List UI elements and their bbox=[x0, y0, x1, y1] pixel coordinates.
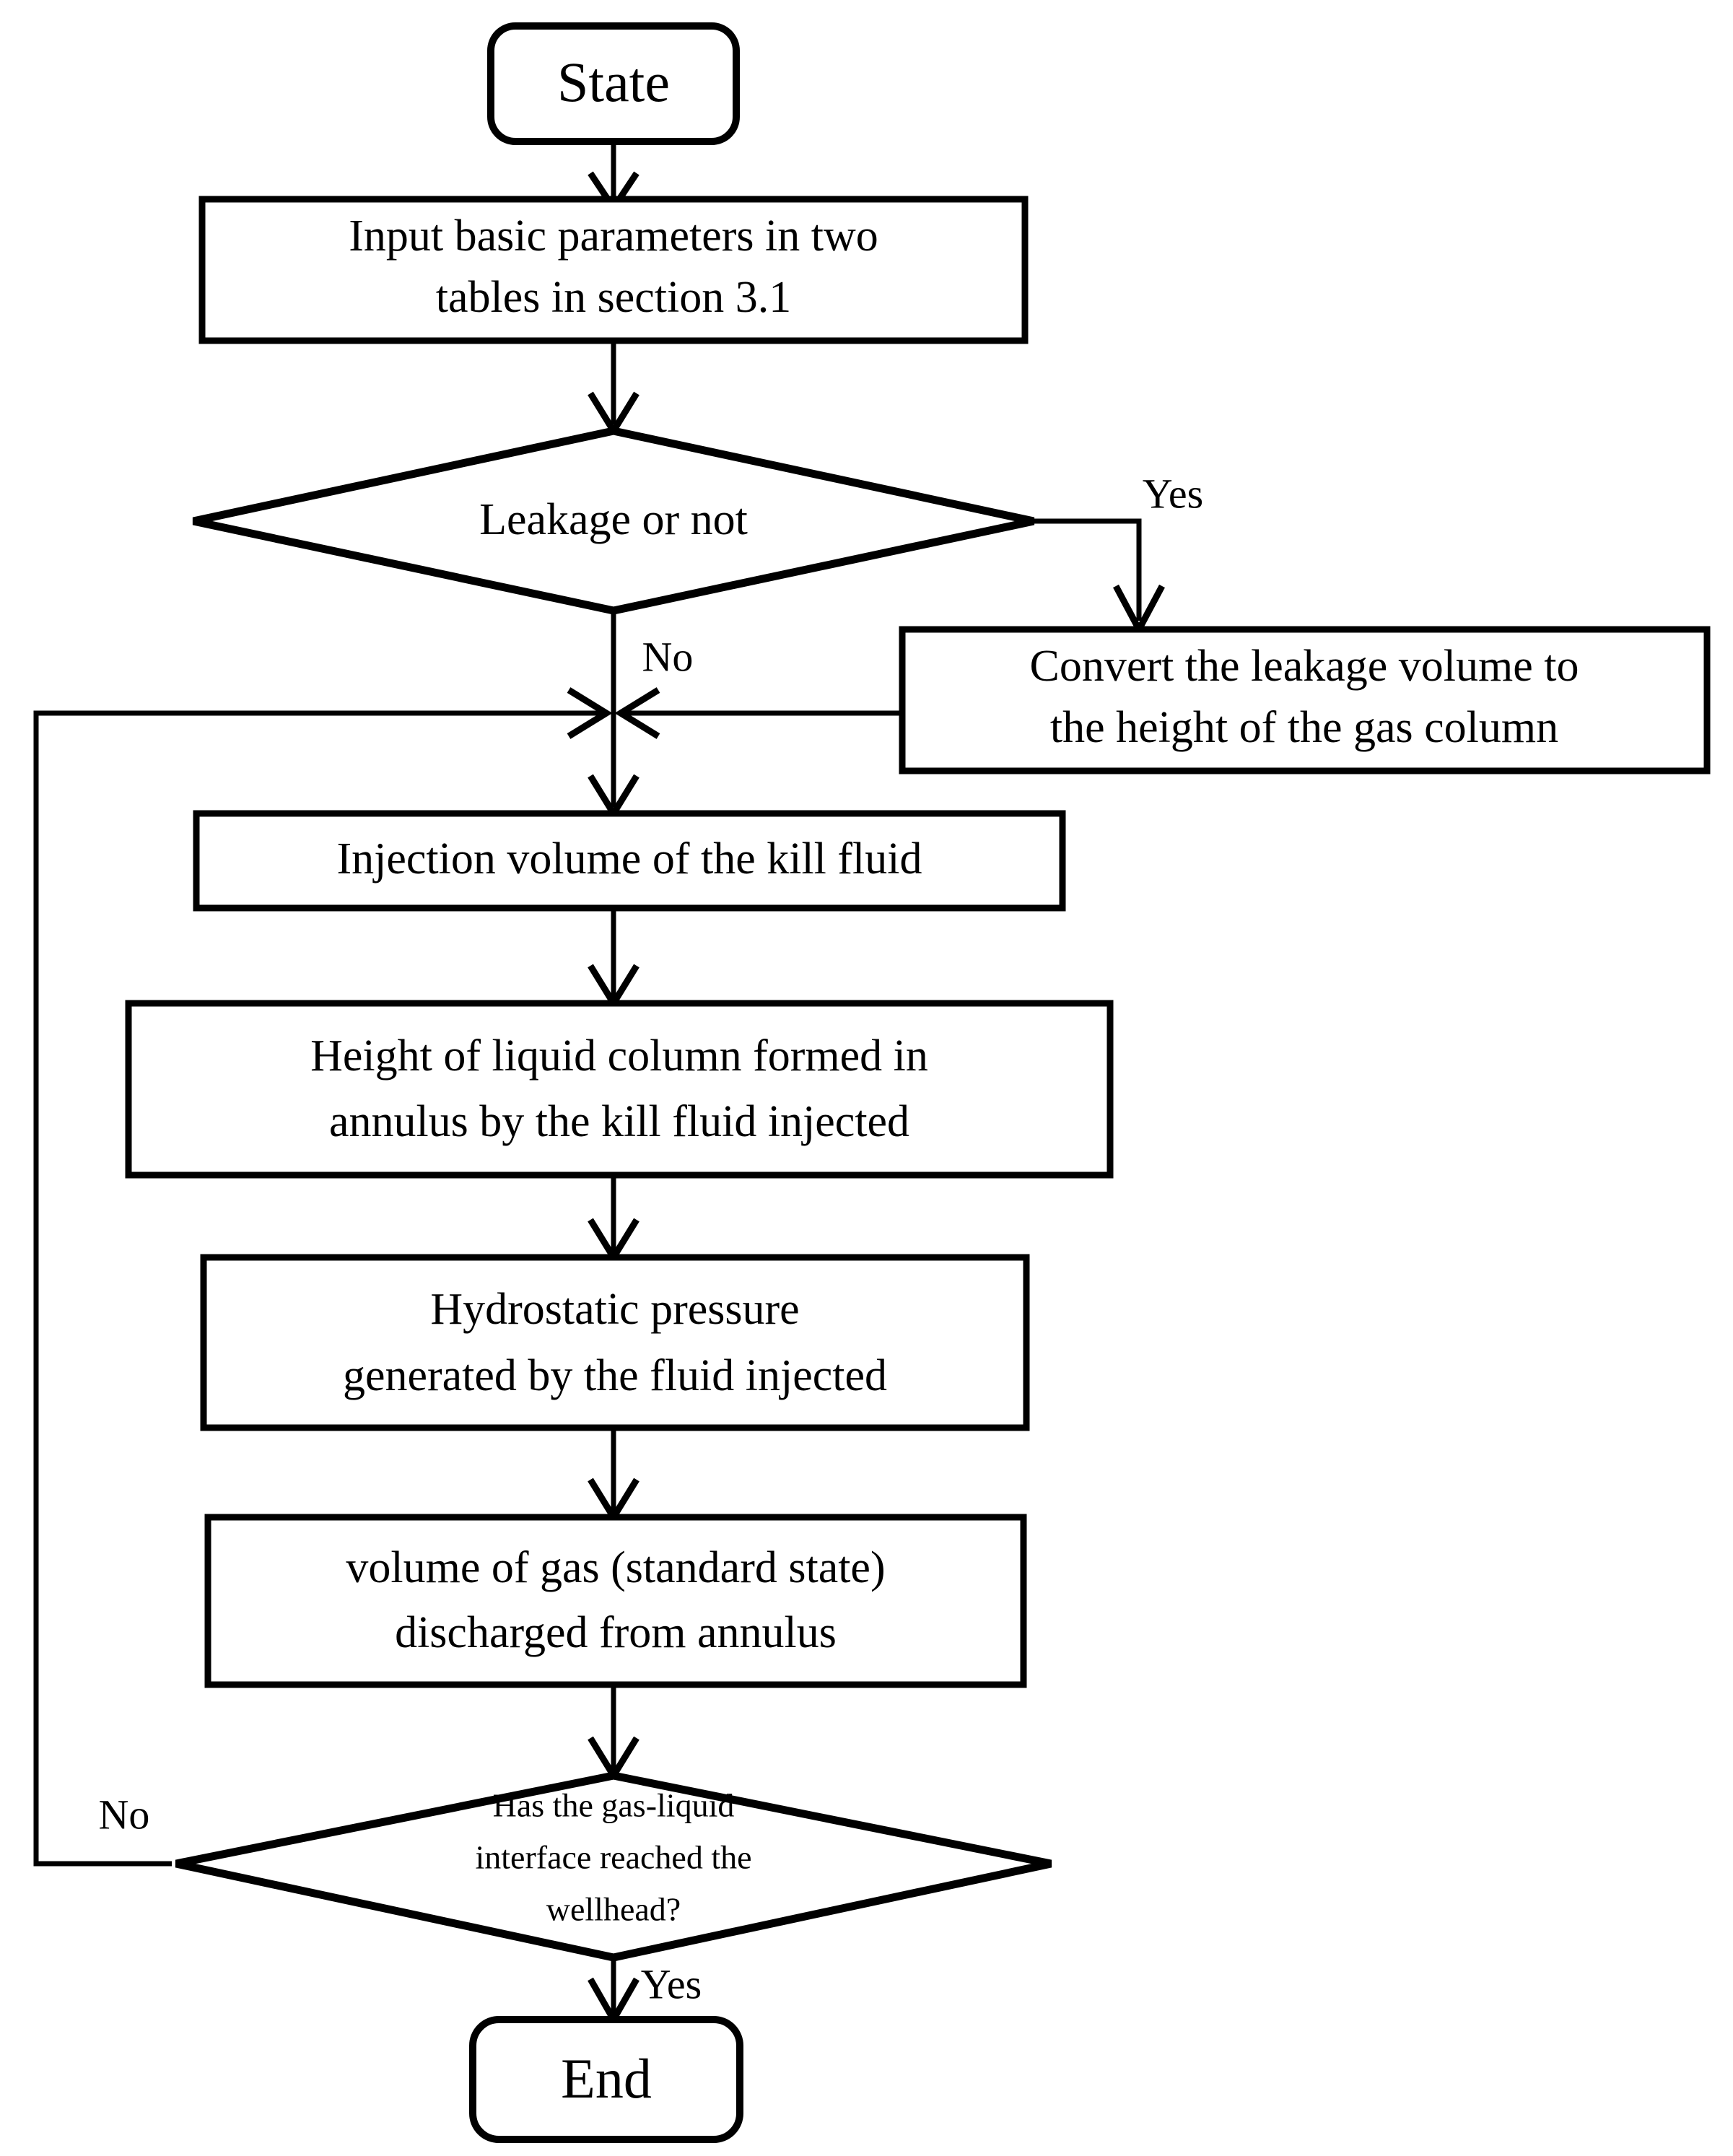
edge-loopback-no bbox=[33, 710, 602, 1867]
start-node-label: State bbox=[557, 51, 670, 113]
interface-decision-line1: Has the gas-liquid bbox=[493, 1787, 735, 1824]
input-parameters-line1: Input basic parameters in two bbox=[349, 211, 878, 261]
convert-leakage-line2: the height of the gas column bbox=[1050, 703, 1558, 752]
interface-decision-line3: wellhead? bbox=[546, 1891, 681, 1928]
liquid-column-height-line2: annulus by the kill fluid injected bbox=[329, 1097, 909, 1146]
edge-label-leakage-yes: Yes bbox=[1143, 470, 1203, 517]
input-parameters-line2: tables in section 3.1 bbox=[436, 273, 791, 322]
node-injection-volume[interactable]: Injection volume of the kill fluid bbox=[193, 810, 1066, 912]
injection-volume-line1: Injection volume of the kill fluid bbox=[337, 834, 922, 883]
node-hydrostatic-pressure[interactable]: Hydrostatic pressure generated by the fl… bbox=[200, 1254, 1030, 1431]
convert-leakage-line1: Convert the leakage volume to bbox=[1030, 642, 1579, 691]
hydrostatic-pressure-shape bbox=[200, 1254, 1030, 1431]
node-liquid-column-height[interactable]: Height of liquid column formed in annulu… bbox=[125, 1000, 1114, 1179]
injection-volume-shape bbox=[193, 810, 1066, 912]
edge-label-interface-yes: Yes bbox=[641, 1960, 702, 2007]
input-parameters-shape bbox=[198, 196, 1029, 344]
leakage-decision-label: Leakage or not bbox=[479, 495, 748, 544]
node-gas-volume-discharged[interactable]: volume of gas (standard state) discharge… bbox=[204, 1514, 1027, 1688]
node-leakage-decision[interactable]: Leakage or not bbox=[192, 427, 1035, 615]
hydrostatic-pressure-line1: Hydrostatic pressure bbox=[430, 1285, 799, 1334]
end-node-shape bbox=[469, 2016, 743, 2143]
node-convert-leakage[interactable]: Convert the leakage volume to the height… bbox=[899, 626, 1711, 774]
arrowhead-merge-from-right bbox=[614, 687, 660, 739]
edge-label-leakage-no: No bbox=[642, 633, 694, 680]
edge-label-interface-no: No bbox=[99, 1791, 150, 1838]
node-input-parameters[interactable]: Input basic parameters in two tables in … bbox=[198, 196, 1029, 344]
edge-leakage-yes bbox=[1034, 518, 1142, 621]
gas-volume-discharged-shape bbox=[204, 1514, 1027, 1688]
interface-decision-shape bbox=[175, 1771, 1052, 1962]
gas-volume-discharged-line2: discharged from annulus bbox=[395, 1608, 837, 1657]
leakage-decision-shape bbox=[192, 427, 1035, 615]
node-interface-decision[interactable]: Has the gas-liquid interface reached the… bbox=[175, 1771, 1052, 1962]
arrowhead-merge-from-left bbox=[567, 687, 613, 739]
gas-volume-discharged-line1: volume of gas (standard state) bbox=[346, 1543, 885, 1592]
end-node-label: End bbox=[561, 2047, 652, 2110]
interface-decision-line2: interface reached the bbox=[475, 1839, 751, 1876]
convert-leakage-shape bbox=[899, 626, 1711, 774]
start-node-shape bbox=[487, 22, 740, 145]
liquid-column-height-shape bbox=[125, 1000, 1114, 1179]
liquid-column-height-line1: Height of liquid column formed in bbox=[310, 1031, 928, 1081]
hydrostatic-pressure-line2: generated by the fluid injected bbox=[343, 1351, 887, 1400]
node-start[interactable]: State bbox=[487, 22, 740, 145]
node-end[interactable]: End bbox=[469, 2016, 743, 2143]
edge-label-layer: Yes No No Yes bbox=[99, 470, 1204, 2007]
